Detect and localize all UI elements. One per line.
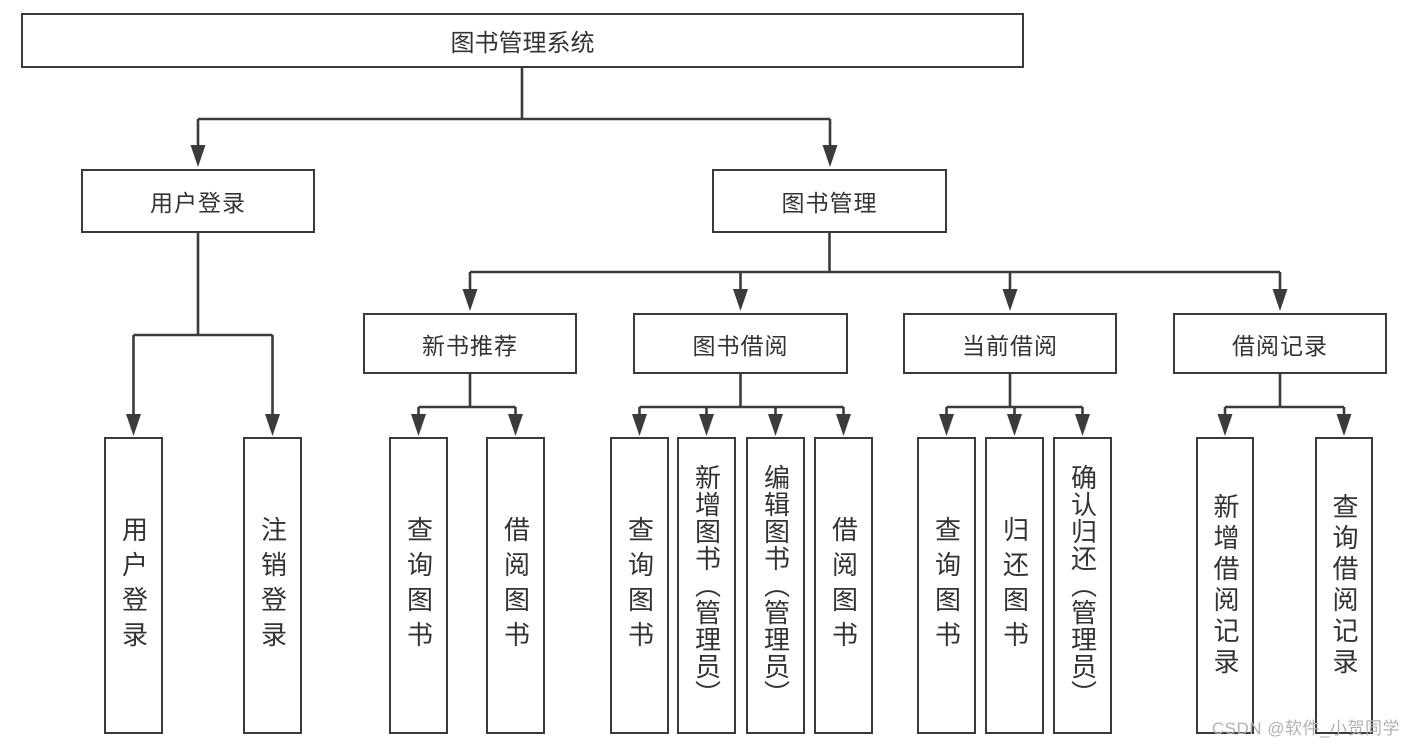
connector-userlogin-to-leaves <box>132 233 274 415</box>
connector-newbookrec-to-leaves <box>417 374 517 415</box>
arrowheads-userlogin-leaves <box>126 414 280 436</box>
leaf-query-books-3: 查询图书 <box>917 437 976 734</box>
arrowheads-newbookrec-leaves <box>411 414 523 436</box>
leaf-logout: 注销登录 <box>243 437 302 734</box>
leaf-borrow-books-2: 借阅图书 <box>814 437 873 734</box>
connector-currentborrow-to-leaves <box>945 374 1084 415</box>
leaf-query-books-2: 查询图书 <box>610 437 669 734</box>
arrowheads-level2 <box>190 145 838 167</box>
leaf-add-books-admin: 新增图书（管理员） <box>677 437 736 734</box>
leaf-confirm-return-admin: 确认归还（管理员） <box>1053 437 1112 734</box>
connector-bookmgmt-to-level3 <box>468 233 1282 290</box>
connector-bookborrow-to-leaves <box>638 374 845 415</box>
arrowheads-currentborrow-leaves <box>939 414 1090 436</box>
connector-records-to-leaves <box>1223 374 1346 415</box>
connector-root-to-level2 <box>196 68 832 146</box>
node-borrow-records: 借阅记录 <box>1173 313 1387 374</box>
leaf-query-borrow-record: 查询借阅记录 <box>1315 437 1373 734</box>
leaf-add-borrow-record: 新增借阅记录 <box>1196 437 1254 734</box>
arrowheads-records-leaves <box>1217 414 1352 436</box>
leaf-borrow-books-1: 借阅图书 <box>486 437 545 734</box>
node-library-management-system: 图书管理系统 <box>21 13 1024 68</box>
arrowheads-level3 <box>462 289 1288 311</box>
arrowheads-bookborrow-leaves <box>632 414 851 436</box>
csdn-watermark: CSDN @软件_小贺同学 <box>1211 719 1400 738</box>
node-current-borrow: 当前借阅 <box>903 313 1117 374</box>
leaf-edit-books-admin: 编辑图书（管理员） <box>746 437 805 734</box>
node-book-borrow: 图书借阅 <box>633 313 848 374</box>
node-book-management: 图书管理 <box>712 169 947 233</box>
leaf-query-books-1: 查询图书 <box>389 437 448 734</box>
leaf-return-books: 归还图书 <box>985 437 1044 734</box>
leaf-user-login: 用户登录 <box>104 437 163 734</box>
node-new-book-recommend: 新书推荐 <box>363 313 577 374</box>
node-user-login: 用户登录 <box>81 169 315 233</box>
